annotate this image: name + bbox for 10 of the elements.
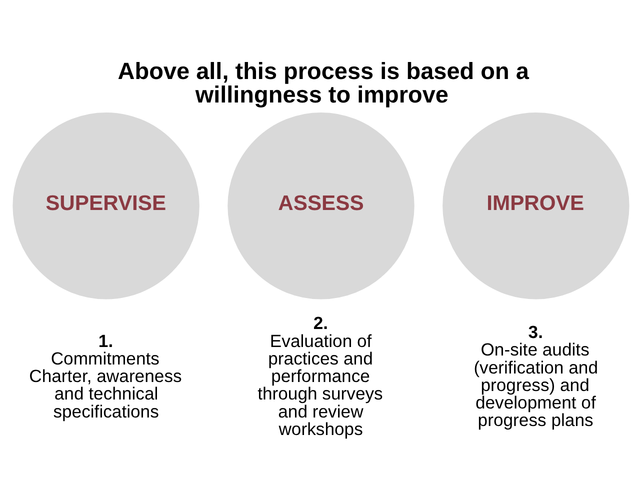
node-label: 2. xyxy=(313,312,328,333)
node-label: 3. xyxy=(528,322,543,342)
node-label: Commitments Charter, awareness and technical specifications xyxy=(29,348,182,421)
node-label: Evaluation of practices and performance through surveys and review workshops xyxy=(258,330,383,438)
diagram-title: Above all, this process is based on a willingness to improve xyxy=(118,58,529,108)
node-label: 1. xyxy=(98,330,114,350)
node-circle: ASSESS xyxy=(228,112,414,299)
node-circle: IMPROVE xyxy=(442,112,630,299)
node-label: On-site audits (verification and progress) and development of progress plans xyxy=(474,339,598,430)
node-circle: SUPERVISE xyxy=(12,112,200,299)
